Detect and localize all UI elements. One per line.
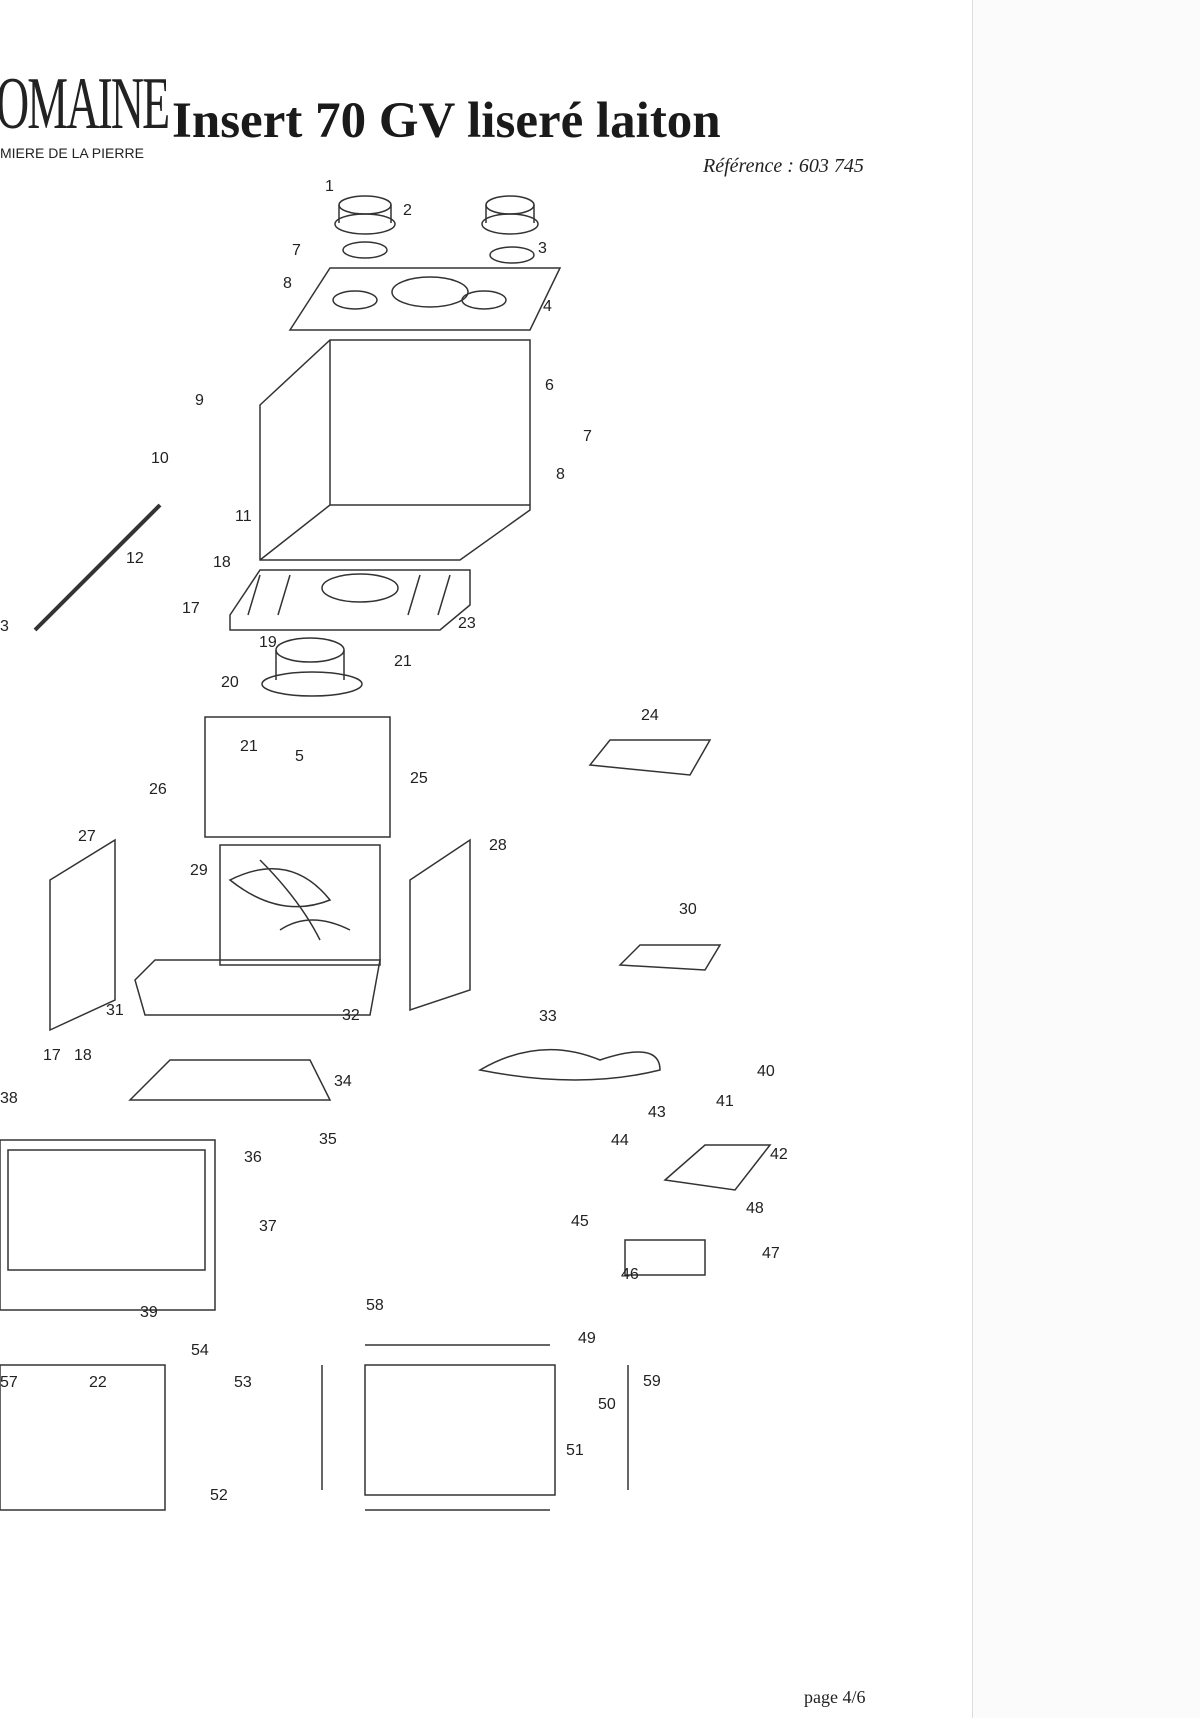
door-frame	[0, 1139, 216, 1311]
part-30	[618, 944, 722, 971]
hearth	[134, 959, 381, 1016]
brand-tagline: MIERE DE LA PIERRE	[0, 145, 144, 161]
collar-lower	[261, 637, 363, 697]
brand-logo: OMAINE	[0, 63, 170, 145]
part-label: 3	[0, 618, 9, 635]
part-label: 26	[149, 781, 167, 798]
part-label: 50	[598, 1396, 616, 1413]
part-label: 23	[458, 615, 476, 632]
part-label: 4	[543, 298, 552, 315]
glass-strips	[321, 1344, 629, 1511]
page-number: page 4/6	[804, 1687, 866, 1707]
part-label: 31	[106, 1002, 124, 1019]
side-brick-right	[409, 838, 471, 1012]
part-label: 45	[571, 1213, 589, 1230]
part-label: 10	[151, 450, 169, 467]
part-label: 21	[394, 653, 412, 670]
body-casing	[259, 339, 531, 561]
part-label: 46	[621, 1266, 639, 1283]
part-label: 22	[89, 1374, 107, 1391]
part-label: 25	[410, 770, 428, 787]
part-label: 8	[283, 275, 292, 292]
part-label: 35	[319, 1131, 337, 1148]
part-label: 47	[762, 1245, 780, 1262]
part-label: 34	[334, 1073, 352, 1090]
part-label: 33	[539, 1008, 557, 1025]
part-label: 29	[190, 862, 208, 879]
glass-frame	[0, 1364, 166, 1511]
part-24	[588, 739, 712, 776]
grate-assembly	[229, 569, 471, 631]
part-label: 6	[545, 377, 554, 394]
part-label: 42	[770, 1146, 788, 1163]
part-33	[477, 1048, 661, 1081]
part-label: 21	[240, 738, 258, 755]
top-plate	[288, 267, 562, 331]
part-label: 7	[583, 428, 592, 445]
part-label: 11	[235, 508, 252, 525]
part-label: 36	[244, 1149, 262, 1166]
part-label: 58	[366, 1297, 384, 1314]
part-label: 32	[342, 1007, 360, 1024]
part-label: 37	[259, 1218, 277, 1235]
glass-panel	[364, 1364, 556, 1496]
part-label: 48	[746, 1200, 764, 1217]
part-label: 20	[221, 674, 239, 691]
part-label: 28	[489, 837, 507, 854]
part-label: 57	[0, 1374, 18, 1391]
part-label: 51	[566, 1442, 584, 1459]
part-label: 5	[295, 748, 304, 765]
part-label: 12	[126, 550, 144, 567]
part-label: 9	[195, 392, 204, 409]
part-label: 27	[78, 828, 96, 845]
part-label: 19	[259, 634, 277, 651]
ash-grate	[128, 1059, 332, 1101]
part-label: 24	[641, 707, 659, 724]
part-label: 18	[213, 554, 231, 571]
part-label: 38	[0, 1090, 18, 1107]
flue-collars	[334, 195, 539, 264]
part-label: 41	[716, 1093, 734, 1110]
part-label: 52	[210, 1487, 228, 1504]
fan-assembly	[624, 1144, 772, 1276]
part-label: 39	[140, 1304, 158, 1321]
part-label: 8	[556, 466, 565, 483]
part-label: 43	[648, 1104, 666, 1121]
part-label: 44	[611, 1132, 629, 1149]
part-label: 17	[182, 600, 200, 617]
part-label: 2	[403, 202, 412, 219]
part-label: 1	[325, 178, 334, 195]
part-label: 49	[578, 1330, 596, 1347]
part-label: 59	[643, 1373, 661, 1390]
part-label: 3	[538, 240, 547, 257]
part-label: 54	[191, 1342, 209, 1359]
part-label: 18	[74, 1047, 92, 1064]
document-page: OMAINE MIERE DE LA PIERRE Insert 70 GV l…	[0, 0, 973, 1718]
part-label: 30	[679, 901, 697, 918]
part-label: 53	[234, 1374, 252, 1391]
part-label: 17	[43, 1047, 61, 1064]
exploded-parts-diagram	[0, 195, 772, 1511]
part-label: 40	[757, 1063, 775, 1080]
part-label: 7	[292, 242, 301, 259]
baffle-frame	[204, 716, 391, 838]
decor-panel	[219, 844, 381, 966]
side-brick-left	[49, 838, 116, 1032]
page-title: Insert 70 GV liseré laiton	[172, 93, 721, 149]
reference-number: Référence : 603 745	[703, 155, 864, 177]
rod	[33, 503, 162, 632]
